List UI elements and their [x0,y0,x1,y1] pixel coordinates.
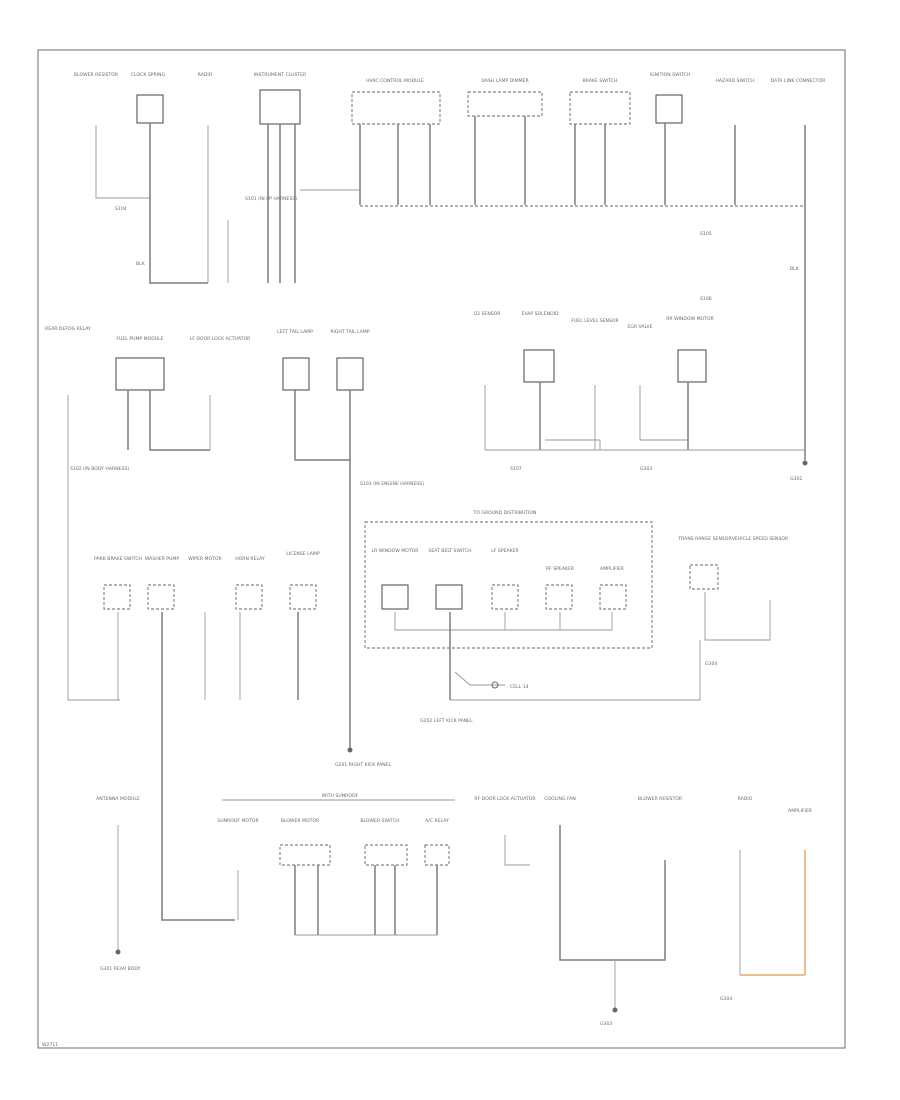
ac-relay-box [424,844,450,866]
lf-speaker-box [491,584,519,610]
right-tail-box [336,357,364,391]
label-s102: S102 (IN BODY HARNESS) [70,466,129,472]
ground-point-g301 [115,949,121,955]
label-cooling-fan: COOLING FAN [544,796,576,802]
label-s101: S101 (IN I/P HARNESS) [245,196,297,202]
label-s103: S103 (IN ENGINE HARNESS) [360,481,424,487]
label-park-brake: PARK BRAKE SWITCH [94,556,142,562]
label-horn-relay: HORN RELAY [235,556,265,562]
dash-dimmer-box [467,91,543,117]
label-dlc: DATA LINK CONNECTOR [771,78,826,84]
row3-components: PARK BRAKE SWITCH WASHER PUMP WIPER MOTO… [94,510,789,921]
hvac-control-box [351,91,441,125]
label-with-sunroof: WITH SUNROOF [322,793,359,799]
ground-point-g303 [612,1007,618,1013]
label-g201: G201 RIGHT KICK PANEL [335,762,392,768]
label-hazard-switch: HAZARD SWITCH [715,78,754,84]
label-ac-relay: A/C RELAY [425,818,449,824]
label-radio-2: RADIO [738,796,753,802]
label-s107: S107 [510,466,522,472]
rr-window-box [677,349,707,383]
row1-components: BLOWER RESISTOR CLOCK SPRING RADIO INSTR… [74,72,826,460]
label-blower-resistor-2: BLOWER RESISTOR [638,796,683,802]
label-clock-spring: CLOCK SPRING [131,72,166,78]
connector-icon [491,681,499,689]
label-egr: EGR VALVE [627,324,652,330]
label-hvac-control: HVAC CONTROL MODULE [366,78,424,84]
label-lf-door-lock-2: RF DOOR LOCK ACTUATOR [474,796,536,802]
rf-speaker-box [545,584,573,610]
label-g202: G202 LEFT KICK PANEL [420,718,473,724]
label-lr-window: LR WINDOW MOTOR [372,548,420,554]
label-radio: RADIO [198,72,213,78]
wire-label-blk-1: BLK [136,261,146,267]
label-fuel-pump: FUEL PUMP MODULE [116,336,163,342]
label-license: LICENSE LAMP [286,551,320,557]
label-seat-belt: SEAT BELT SWITCH [428,548,471,554]
label-dash-dimmer: DASH LAMP DIMMER [481,78,529,84]
instrument-cluster-box [259,89,301,125]
label-amplifier-2: AMPLIFIER [788,808,813,814]
label-rr-window: RR WINDOW MOTOR [666,316,714,322]
label-wiper: WIPER MOTOR [188,556,222,562]
label-trans-range: TRANS RANGE SENSOR [677,536,732,542]
label-evap: EVAP SOLENOID [521,311,559,317]
label-g304-bottom: G304 [720,996,732,1002]
label-g303: G303 [640,466,652,472]
label-lf-speaker: LF SPEAKER [491,548,519,554]
park-brake-box [103,584,131,610]
label-rf-speaker: RF SPEAKER [546,566,575,572]
ground-point-g201 [347,747,353,753]
label-fuel-level: FUEL LEVEL SENSOR [571,318,619,324]
brake-switch-box [569,91,631,125]
label-ignition-switch: IGNITION SWITCH [650,72,690,78]
label-rear-defog: REAR DEFOG RELAY [45,326,91,332]
diagram-border [37,49,846,1049]
label-o2-sensor: O2 SENSOR [474,311,502,317]
washer-box [147,584,175,610]
label-vss: VEHICLE SPEED SENSOR [732,536,789,542]
amplifier-box [599,584,627,610]
wire-label-blk-2: BLK [790,266,800,272]
clock-spring-box [136,94,164,124]
left-tail-box [282,357,310,391]
label-g304: G304 [705,661,717,667]
label-g303-bottom: G303 [600,1021,612,1027]
label-amplifier: AMPLIFIER [600,566,625,572]
evap-box [523,349,555,383]
label-lf-door-lock: LF DOOR LOCK ACTUATOR [190,336,251,342]
ignition-switch-box [655,94,683,124]
label-g302: G302 [790,476,802,482]
blower-motor-box [279,844,331,866]
label-to-ground-dist: TO GROUND DISTRIBUTION [473,510,537,516]
label-left-tail: LEFT TAIL LAMP [277,329,313,335]
diagram-code: W2711 [42,1042,58,1048]
label-s104: S104 [115,206,127,212]
blower-switch-box [364,844,408,866]
label-washer: WASHER PUMP [145,556,179,562]
row2-components: REAR DEFOG RELAY FUEL PUMP MODULE LF DOO… [45,311,808,750]
label-sunroof: SUNROOF MOTOR [217,818,259,824]
lr-window-box [381,584,409,610]
horn-box [235,584,263,610]
label-blower-motor: BLOWER MOTOR [281,818,320,824]
label-antenna: ANTENNA MODULE [96,796,140,802]
trans-range-box [689,564,719,590]
ground-dist-enclosure [364,521,653,649]
label-right-tail: RIGHT TAIL LAMP [330,329,370,335]
label-instrument-cluster: INSTRUMENT CLUSTER [254,72,307,78]
fuel-pump-box [115,357,165,391]
ground-point-g302 [802,460,808,466]
license-box [289,584,317,610]
label-cell: CELL 14 [510,684,529,690]
row4-components: ANTENNA MODULE G301 REAR BODY WITH SUNRO… [96,793,813,1027]
label-g301: G301 REAR BODY [100,966,141,972]
label-s105: S105 [700,231,712,237]
seat-belt-box [435,584,463,610]
label-blower-resistor: BLOWER RESISTOR [74,72,119,78]
label-s106: S106 [700,296,712,302]
label-blower-switch: BLOWER SWITCH [360,818,399,824]
label-brake-switch: BRAKE SWITCH [583,78,618,84]
